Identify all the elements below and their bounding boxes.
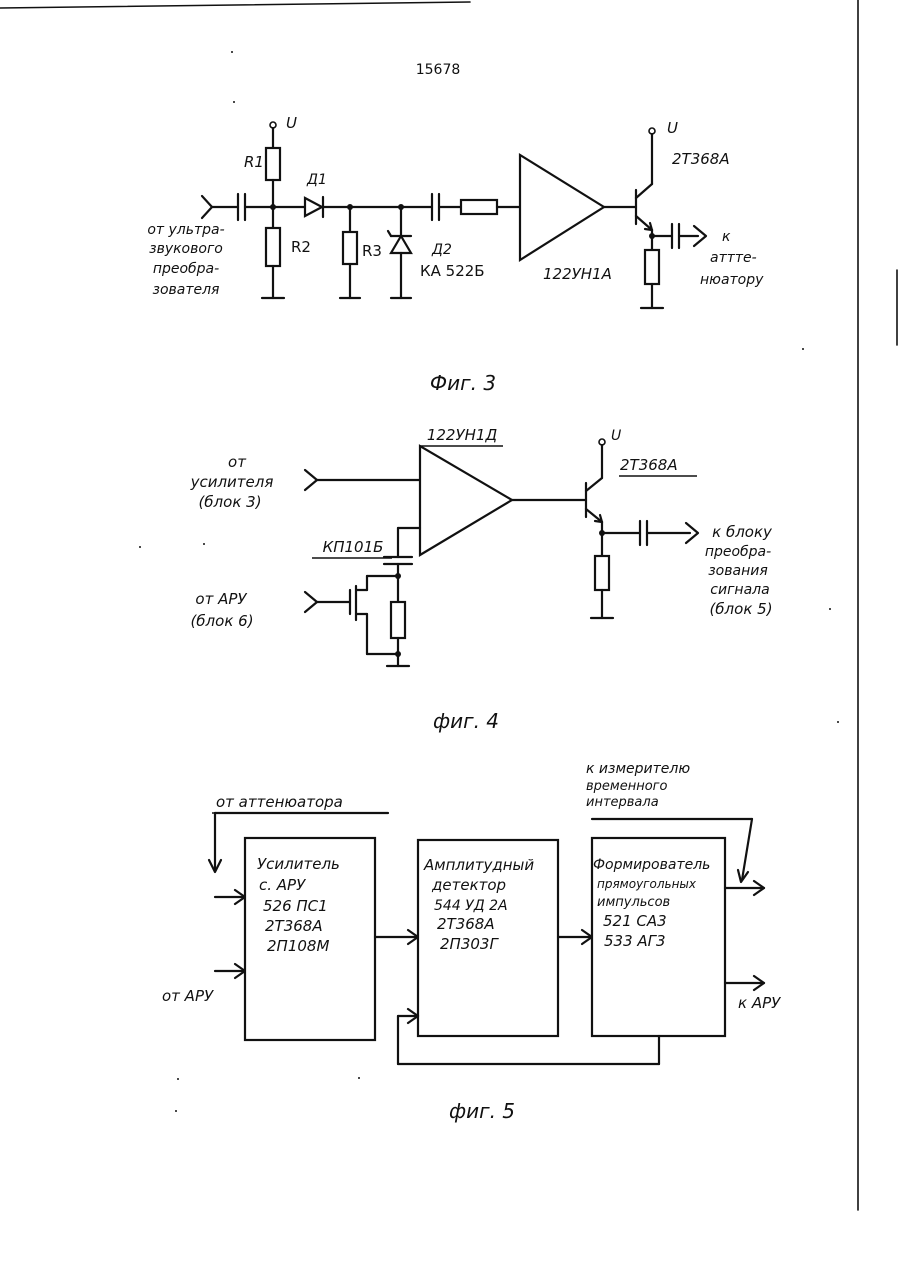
fig3-transistor-label: 2Т368А (672, 150, 730, 168)
fig4-amplifier (420, 446, 512, 555)
fig3-input-line: преобра- (153, 261, 219, 277)
fig4-input1-line: усилителя (190, 473, 274, 491)
scan-speck (139, 546, 141, 548)
fig4-junction (395, 651, 401, 657)
fig5-block1-line: Усилитель (257, 855, 340, 873)
fig3-transistor-collector (636, 184, 652, 198)
fig5-from-attenuator-label: от аттенюатора (216, 793, 343, 811)
fig3-supply-label-right: U (667, 119, 678, 137)
fig5-block1-line: 526 ПС1 (263, 897, 328, 915)
fig3-diode-d1 (305, 198, 322, 216)
scan-speck (231, 51, 233, 53)
fig4-emitter-resistor (595, 556, 609, 590)
fig4-input2-line: (блок 6) (190, 612, 253, 630)
figure-5: от аттенюатора от АРУ Усилитель с. АРУ 5… (162, 761, 781, 1123)
fig5-to-agc-label: к АРУ (738, 994, 781, 1012)
fig3-r1-label: R1 (244, 153, 264, 171)
fig4-output-line: сигнала (710, 582, 769, 598)
fig4-output-label: к блоку преобра- зования сигнала (блок 5… (705, 523, 773, 618)
fig3-output-line: нюатору (700, 272, 764, 288)
fig3-output-line: аттте- (710, 250, 757, 266)
fig4-input1-label: от усилителя (блок 3) (190, 453, 274, 511)
figure-3: U R1 R2 Д1 R3 Д2 КА 522Б (147, 114, 764, 395)
fig5-meter-wire (742, 819, 752, 880)
fig5-block3-line: 521 СА3 (603, 912, 667, 930)
fig5-block2-line: 2Т368А (437, 915, 495, 933)
fig3-supply-label: U (286, 114, 297, 132)
fig5-from-agc-label: от АРУ (162, 987, 214, 1005)
fig5-block2-line: 2П303Г (440, 935, 499, 953)
fig3-input-connector (202, 196, 212, 218)
fig4-input2-label: от АРУ (блок 6) (190, 590, 253, 630)
fig5-to-meter-line: временного (586, 779, 667, 794)
fig5-block3-line: Формирователь (593, 857, 710, 873)
fig3-zener-d2 (391, 236, 411, 253)
fig5-block3-line: прямоугольных (597, 877, 697, 891)
fig3-junction (270, 204, 276, 210)
fig4-input1-line: (блок 3) (198, 493, 261, 511)
fig3-d2-label: Д2 (431, 242, 452, 258)
page-number: 15678 (416, 62, 461, 78)
scan-speck (177, 1078, 179, 1080)
scan-speck (837, 721, 839, 723)
fig5-block3-line: импульсов (597, 895, 670, 910)
fig4-output-line: зования (708, 563, 768, 579)
fig3-input-line: зователя (153, 282, 220, 298)
fig4-transistor-label: 2Т368А (620, 456, 678, 474)
figure-4: 122УН1Д U 2Т368А КП101Б (190, 426, 773, 733)
fig5-caption: фиг. 5 (449, 1099, 515, 1123)
fig3-series-resistor (461, 200, 497, 214)
fig3-caption: Фиг. 3 (430, 371, 496, 395)
fig5-to-meter-line: к измерителю (586, 761, 690, 777)
fig4-fet-label: КП101Б (323, 538, 384, 556)
scan-speck (802, 348, 804, 350)
fig3-input-line: звукового (149, 241, 223, 257)
fig5-block1-line: 2Т368А (265, 917, 323, 935)
fig3-input-line: от ультра- (147, 222, 224, 238)
fig4-input1-line: от (228, 453, 247, 471)
fig5-block2-line: Амплитудный (423, 856, 534, 874)
fig3-zener-bar (388, 231, 391, 236)
fig4-caption: фиг. 4 (433, 709, 499, 733)
fig4-amp-label: 122УН1Д (427, 426, 498, 444)
fig4-input2-connector (305, 592, 317, 612)
fig3-d1-label: Д1 (306, 172, 327, 188)
scan-speck (358, 1077, 360, 1079)
fig5-block2-line: детектор (431, 876, 506, 894)
fig4-input2-line: от АРУ (195, 590, 247, 608)
fig4-input1-connector (305, 470, 317, 490)
fig4-fet-resistor (391, 602, 405, 638)
fig3-r2-label: R2 (291, 238, 311, 256)
fig3-d2-part: КА 522Б (420, 262, 485, 280)
scan-speck (175, 1110, 177, 1112)
fig4-output-line: к блоку (712, 523, 773, 541)
fig3-emitter-resistor (645, 250, 659, 284)
fig4-output-line: (блок 5) (709, 600, 772, 618)
fig3-resistor-r2 (266, 228, 280, 266)
fig3-output-label: к аттте- нюатору (700, 229, 764, 288)
fig3-output-line: к (722, 229, 731, 245)
fig3-r3-label: R3 (362, 242, 382, 260)
scan-speck (233, 101, 235, 103)
fig3-resistor-r1 (266, 148, 280, 180)
fig3-amp-label: 122УН1А (543, 265, 612, 283)
fig3-amplifier (520, 155, 604, 260)
fig5-to-meter-label: к измерителю временного интервала (586, 761, 690, 810)
top-edge-line (0, 2, 470, 8)
fig3-input-label: от ультра- звукового преобра- зователя (147, 222, 224, 298)
fig5-block2-line: 544 УД 2А (434, 898, 508, 914)
fig5-block3-line: 533 АГ3 (604, 932, 666, 950)
scan-speck (203, 543, 205, 545)
fig5-block1-line: 2П108М (267, 937, 329, 955)
fig4-transistor-collector (586, 478, 602, 491)
fig3-resistor-r3 (343, 232, 357, 264)
fig5-to-meter-line: интервала (586, 795, 659, 810)
fig4-supply-label: U (611, 428, 621, 444)
fig4-output-line: преобра- (705, 544, 771, 560)
fig5-block1-line: с. АРУ (259, 876, 306, 894)
scan-speck (829, 608, 831, 610)
